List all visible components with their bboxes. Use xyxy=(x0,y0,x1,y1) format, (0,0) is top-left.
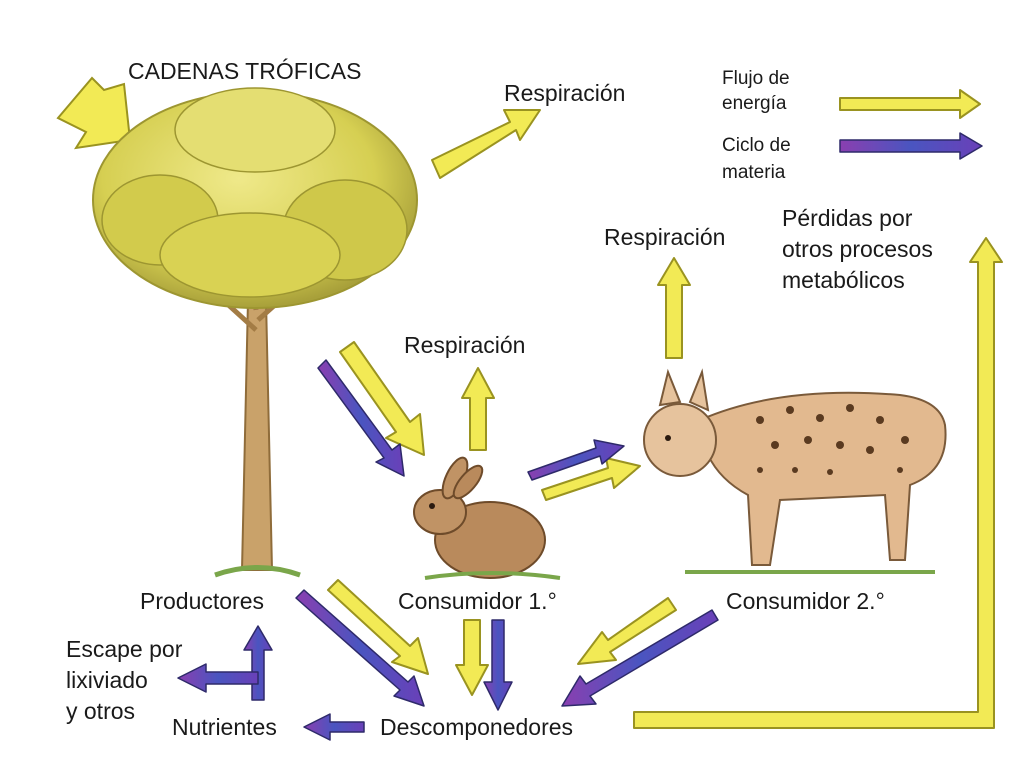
matter-arrow-consumer2-decomposers xyxy=(561,609,719,707)
matter-arrow-consumer1-decomposers xyxy=(483,619,513,711)
rabbit-icon xyxy=(413,456,561,580)
energy-arrow-consumer1-decomposers xyxy=(455,619,489,696)
label-leaching-line1: Escape por xyxy=(66,636,183,662)
matter-arrow-rabbit-lynx xyxy=(527,439,625,481)
energy-arrow-producers-decomposers xyxy=(327,579,429,675)
matter-arrow-leaching xyxy=(177,663,259,693)
matter-arrow-decomposers-nutrients xyxy=(303,713,365,741)
label-losses-line3: metabólicos xyxy=(782,267,905,293)
label-consumer1: Consumidor 1.° xyxy=(398,588,557,614)
legend-energy-line1: Flujo de xyxy=(722,68,790,89)
label-losses-line1: Pérdidas por xyxy=(782,205,913,231)
label-nutrients: Nutrientes xyxy=(172,714,277,740)
energy-arrow-losses xyxy=(633,237,1003,729)
tree-icon xyxy=(92,87,418,578)
label-consumer2: Consumidor 2.° xyxy=(726,588,885,614)
legend-energy-arrow xyxy=(839,89,981,119)
label-losses-line2: otros procesos xyxy=(782,236,933,262)
legend-matter-line2: materia xyxy=(722,162,786,183)
energy-arrow-consumer2-decomposers xyxy=(577,597,677,665)
label-respiration-top: Respiración xyxy=(504,80,626,106)
legend-matter-arrow xyxy=(839,132,983,160)
matter-arrow-nutrients-producers xyxy=(243,625,273,701)
label-leaching-line3: y otros xyxy=(66,698,136,724)
matter-arrow-producers-decomposers xyxy=(295,589,425,707)
label-respiration-lynx: Respiración xyxy=(604,224,726,250)
label-decomposers: Descomponedores xyxy=(380,714,574,740)
label-respiration-rabbit: Respiración xyxy=(404,332,526,358)
sun-arrow-icon xyxy=(56,76,132,150)
energy-arrow-tree-respiration xyxy=(431,109,541,179)
legend-matter-line1: Ciclo de xyxy=(722,135,791,156)
matter-arrow-tree-rabbit xyxy=(317,359,405,477)
legend-energy-line2: energía xyxy=(722,93,787,114)
energy-arrow-tree-rabbit xyxy=(339,341,425,456)
diagram-title: CADENAS TRÓFICAS xyxy=(128,58,362,84)
energy-arrow-lynx-respiration xyxy=(657,257,691,359)
energy-arrow-rabbit-respiration xyxy=(461,367,495,451)
lynx-icon xyxy=(643,368,947,574)
label-leaching-line2: lixiviado xyxy=(66,667,148,693)
energy-arrow-rabbit-lynx xyxy=(541,457,641,501)
label-producers: Productores xyxy=(140,588,265,614)
